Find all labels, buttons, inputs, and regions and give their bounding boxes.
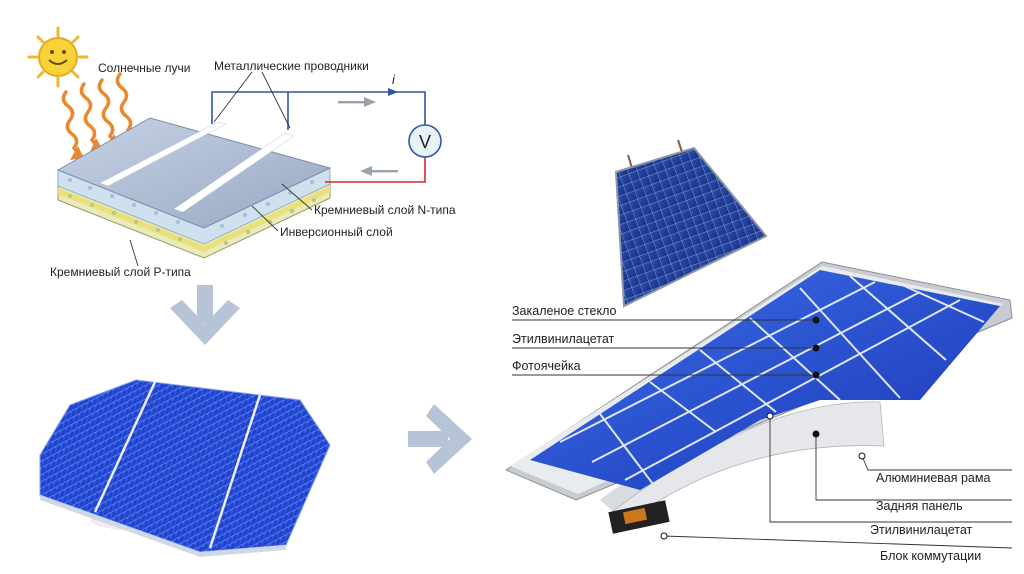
aluminum-frame-label: Алюминиевая рама xyxy=(876,471,990,485)
eva-bottom-label: Этилвинилацетат xyxy=(870,523,973,537)
sun-icon xyxy=(27,26,89,88)
n-layer-label: Кремниевый слой N-типа xyxy=(314,203,456,217)
back-panel-label: Задняя панель xyxy=(876,499,963,513)
leader-lines-cell xyxy=(129,71,313,267)
solar-cell-cross-section xyxy=(56,117,332,259)
metal-conductors-label: Металлические проводники xyxy=(214,59,369,73)
right-arrow-icon xyxy=(408,404,472,474)
current-symbol: i xyxy=(392,72,396,87)
leader-lines-panel xyxy=(512,319,1013,549)
eva-top-label: Этилвинилацетат xyxy=(512,332,615,346)
inversion-layer-label: Инверсионный слой xyxy=(280,225,393,239)
junction-box-label: Блок коммутации xyxy=(880,549,981,563)
small-solar-panel xyxy=(614,139,768,308)
exploded-solar-panel xyxy=(504,261,1013,534)
photocell-label: Фотоячейка xyxy=(512,359,581,373)
voltmeter-symbol: V xyxy=(419,132,431,152)
sun-rays-label: Солнечные лучи xyxy=(98,61,190,75)
voltmeter xyxy=(408,124,442,158)
solar-wafer xyxy=(39,379,331,557)
p-layer-label: Кремниевый слой P-типа xyxy=(50,265,191,279)
leader-dots xyxy=(660,316,866,540)
sun-rays xyxy=(61,72,133,160)
down-arrow-icon xyxy=(170,285,240,345)
current-direction-arrows xyxy=(338,97,398,176)
tempered-glass-label: Закаленое стекло xyxy=(512,304,617,318)
